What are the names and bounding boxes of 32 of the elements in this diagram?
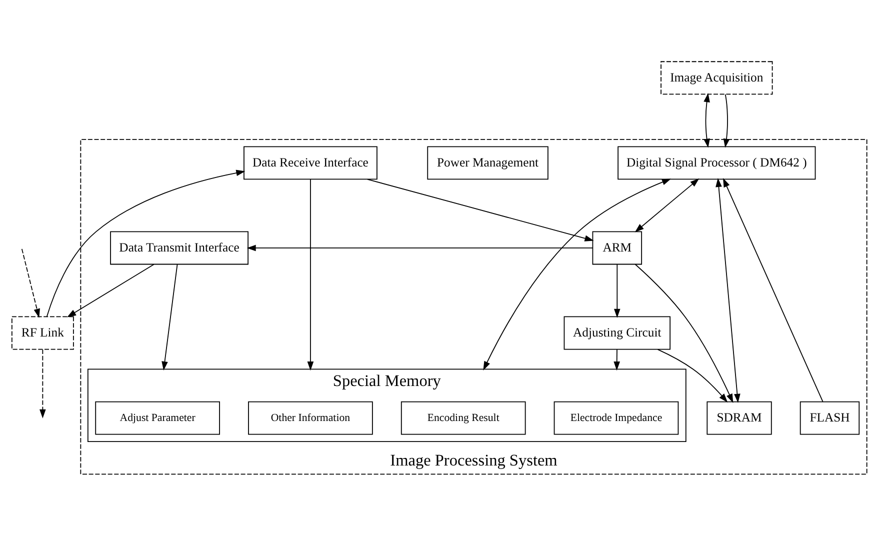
arrow — [704, 93, 710, 148]
arrow — [366, 178, 594, 242]
node-box: Data Transmit Interface — [110, 231, 248, 265]
arrow — [46, 170, 246, 317]
arrow — [162, 264, 178, 371]
node-box: Data Receive Interface — [244, 146, 378, 180]
arrow — [40, 349, 46, 418]
arrow — [723, 178, 824, 402]
arrow — [634, 264, 734, 403]
node-box: SDRAM — [706, 401, 772, 435]
arrow — [614, 264, 620, 318]
node-box: Power Management — [427, 146, 548, 180]
node-box: Adjust Parameter — [95, 401, 220, 435]
arrow — [614, 349, 620, 371]
arrow — [246, 244, 594, 252]
node-box: Adjusting Circuit — [564, 316, 671, 350]
node-box: ARM — [592, 231, 642, 265]
arrow — [307, 178, 314, 371]
arrow — [634, 178, 700, 232]
arrow — [21, 248, 40, 318]
node-box: Encoding Result — [400, 401, 526, 435]
arrow — [483, 178, 672, 370]
arrow — [657, 348, 728, 402]
arrow — [66, 264, 154, 318]
arrow — [723, 94, 730, 148]
node-box: Image Acquisition — [660, 61, 773, 95]
node-box: FLASH — [800, 401, 860, 435]
node-box: Digital Signal Processor ( DM642 ) — [618, 146, 816, 180]
node-box: RF Link — [11, 316, 74, 350]
arrow — [716, 178, 740, 403]
node-box: Electrode Impedance — [554, 401, 679, 435]
node-box: Other Information — [248, 401, 373, 435]
